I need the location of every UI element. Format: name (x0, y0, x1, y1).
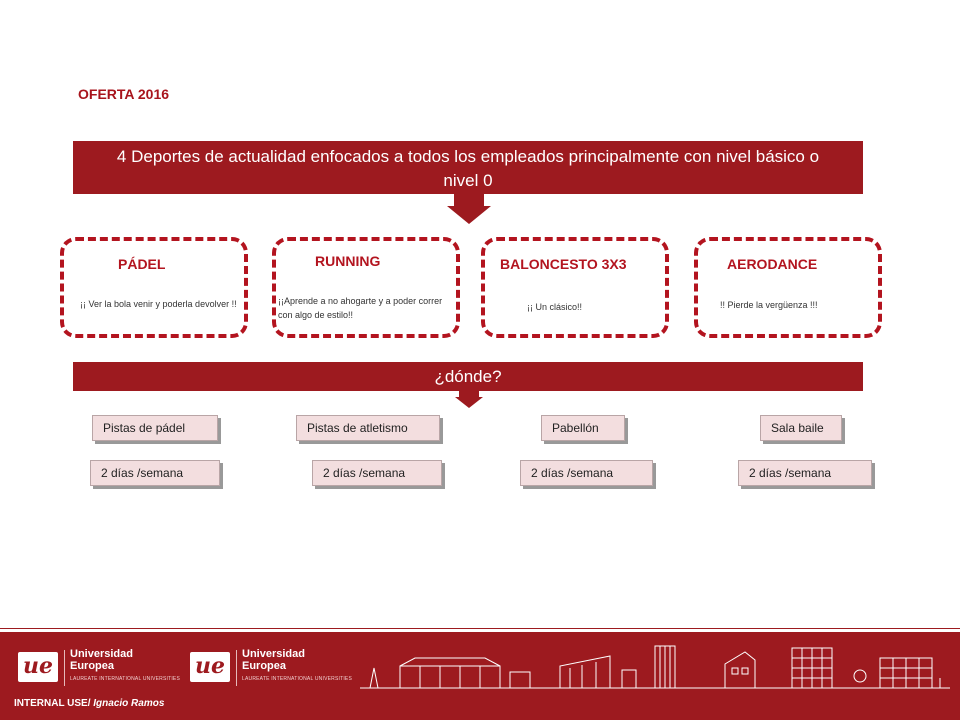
logo-name-line1: Universidad (70, 648, 133, 660)
sport-desc-running: ¡¡Aprende a no ahogarte y a poder correr… (278, 296, 443, 320)
author-name: Ignacio Ramos (90, 698, 165, 709)
university-logo-1: ue Universidad Europea LAUREATE INTERNAT… (18, 646, 188, 690)
logo-name-line1: Universidad (242, 648, 305, 660)
logo-name-line2: Europea (70, 660, 115, 672)
sport-card-baloncesto (481, 237, 669, 338)
sport-name-baloncesto: BALONCESTO 3X3 (500, 256, 627, 272)
ue-logo-icon: ue (18, 652, 58, 682)
venue-pabellon: Pabellón (541, 415, 625, 441)
sport-card-padel (60, 237, 248, 338)
footer: ue Universidad Europea LAUREATE INTERNAT… (0, 632, 960, 720)
sport-desc-padel: ¡¡ Ver la bola venir y poderla devolver … (80, 299, 237, 309)
logo-separator (236, 650, 237, 686)
logo-subtitle: LAUREATE INTERNATIONAL UNIVERSITIES (70, 676, 180, 682)
frequency-baloncesto: 2 días /semana (520, 460, 653, 486)
sport-desc-baloncesto: ¡¡ Un clásico!! (527, 302, 583, 312)
logo-name: Universidad Europea (70, 648, 133, 672)
frequency-running: 2 días /semana (312, 460, 442, 486)
logo-name: Universidad Europea (242, 648, 305, 672)
logo-subtitle: LAUREATE INTERNATIONAL UNIVERSITIES (242, 676, 352, 682)
campus-skyline-illustration (360, 645, 950, 689)
university-logo-2: ue Universidad Europea LAUREATE INTERNAT… (190, 646, 360, 690)
sport-name-running: RUNNING (315, 253, 381, 269)
footer-credit: INTERNAL USE/ Ignacio Ramos (14, 698, 164, 709)
intro-banner: 4 Deportes de actualidad enfocados a tod… (73, 141, 863, 194)
sport-desc-aerodance: !! Pierde la vergüenza !!! (720, 300, 818, 310)
footer-divider (0, 628, 960, 629)
sport-card-aerodance (694, 237, 882, 338)
frequency-padel: 2 días /semana (90, 460, 220, 486)
down-arrow-2 (455, 391, 483, 408)
venue-atletismo: Pistas de atletismo (296, 415, 440, 441)
sport-name-aerodance: AERODANCE (727, 256, 818, 272)
page-title: OFERTA 2016 (78, 86, 170, 102)
logo-separator (64, 650, 65, 686)
ue-logo-icon: ue (190, 652, 230, 682)
sport-card-running (272, 237, 460, 338)
venue-sala-baile: Sala baile (760, 415, 842, 441)
down-arrow-1 (447, 194, 491, 224)
frequency-aerodance: 2 días /semana (738, 460, 872, 486)
venue-padel: Pistas de pádel (92, 415, 218, 441)
sport-name-padel: PÁDEL (118, 256, 166, 272)
internal-use-label: INTERNAL USE/ (14, 698, 91, 709)
logo-name-line2: Europea (242, 660, 287, 672)
where-banner: ¿dónde? (73, 362, 863, 391)
